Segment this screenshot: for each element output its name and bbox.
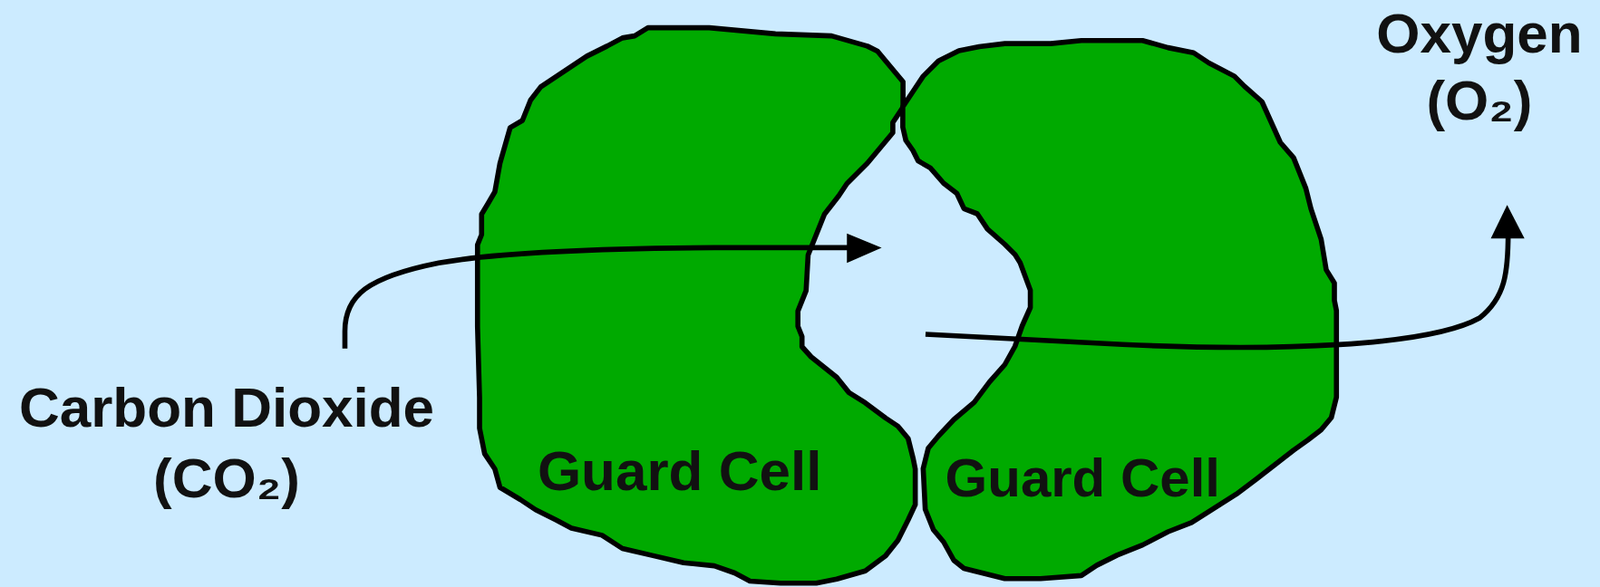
gas-label: Oxygen (O₂) xyxy=(1361,0,1598,136)
guard-cell: Guard Cell xyxy=(471,22,923,587)
cell-shape xyxy=(477,27,916,583)
o2-arrow-line xyxy=(925,232,1509,349)
co2-arrow-line xyxy=(344,247,852,349)
cell-label: Guard Cell xyxy=(945,446,1221,509)
cell-label: Guard Cell xyxy=(537,437,823,503)
cell-shape xyxy=(902,40,1337,580)
guard-cell-outline xyxy=(471,22,923,587)
guard-cell: Guard Cell xyxy=(895,34,1345,586)
gas-label: Carbon Dioxide (CO₂) xyxy=(0,372,454,514)
o2-arrow-head xyxy=(1491,204,1525,239)
co2-arrow-head xyxy=(846,233,882,264)
